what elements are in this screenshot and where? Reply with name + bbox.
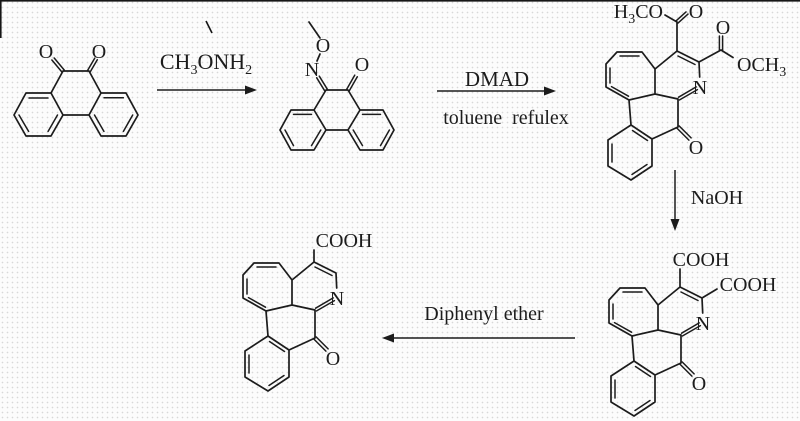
conditions-label-toluene-reflux: toluene refulex: [443, 107, 569, 129]
bond-skeleton: [608, 268, 718, 417]
structure-monoacid: COOH N O: [242, 230, 373, 392]
structure-phenanthrenequinone: O O: [13, 41, 139, 137]
oxygen-label: O: [716, 17, 730, 39]
oxygen-label: O: [692, 373, 706, 395]
bond-skeleton: [242, 249, 338, 392]
arrow-head: [382, 333, 394, 343]
structure-diester: H3CO O O OCH3 N O: [605, 1, 786, 181]
bond-skeleton: [605, 14, 734, 181]
stray-scan-mark: [205, 20, 213, 34]
methoxy-group-label: OCH3: [737, 54, 786, 80]
carboxyl-label: COOH: [720, 274, 777, 296]
bond-skeleton: [13, 70, 139, 137]
arrow-step4: Diphenyl ether: [382, 303, 575, 343]
carboxyl-label: COOH: [673, 249, 730, 271]
reagent-label-dmad: DMAD: [465, 67, 529, 91]
oxygen-label: O: [326, 348, 340, 370]
arrow-step3: NaOH: [670, 170, 743, 231]
double-bond-lines: [284, 74, 391, 147]
reagent-label-naoh: NaOH: [691, 187, 743, 209]
double-bond-lines: [612, 291, 702, 412]
carboxyl-label: COOH: [316, 230, 373, 252]
nitrogen-label: N: [696, 313, 710, 335]
methoxy-group-label: H3CO: [614, 1, 663, 27]
oxygen-label: O: [316, 35, 330, 57]
nitrogen-label: N: [330, 288, 344, 310]
structure-methoxime: N O O: [279, 21, 395, 151]
arrow-step1: CH3ONH2: [157, 49, 257, 95]
double-bond-lines: [18, 57, 134, 133]
scan-border-marks: [0, 0, 800, 38]
arrow-step2: DMAD toluene refulex: [437, 67, 569, 129]
structure-diacid: COOH COOH N O: [608, 249, 777, 417]
oxygen-label: O: [355, 54, 369, 76]
oxygen-label: O: [689, 137, 703, 159]
reagent-label-diphenyl-ether: Diphenyl ether: [424, 303, 544, 325]
reagent-label-ch3onh2: CH3ONH2: [160, 49, 252, 78]
nitrogen-label: N: [693, 77, 707, 99]
oxygen-label: O: [689, 1, 703, 23]
arrow-head: [670, 219, 680, 231]
nitrogen-label: N: [305, 59, 319, 81]
oxygen-label: O: [92, 41, 106, 63]
arrow-head: [245, 85, 257, 95]
bond-skeleton: [279, 21, 395, 151]
double-bond-lines: [246, 266, 336, 387]
arrow-head: [544, 86, 556, 96]
double-bond-lines: [609, 11, 724, 176]
oxygen-label: O: [39, 41, 53, 63]
